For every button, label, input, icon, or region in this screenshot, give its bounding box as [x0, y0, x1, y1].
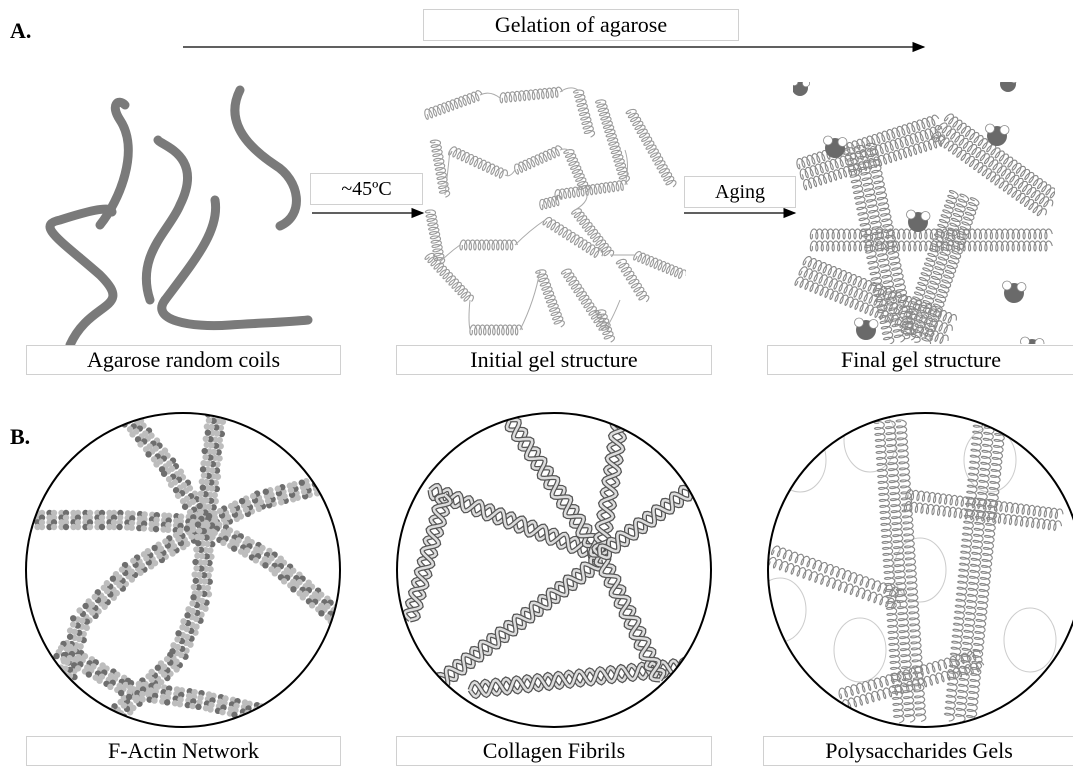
step2-label: Aging	[684, 176, 796, 208]
collagen-illustration	[405, 420, 700, 697]
polysaccharide-circle	[768, 413, 1073, 727]
initial-gel-illustration	[425, 87, 687, 342]
final-gel-illustration	[791, 74, 1060, 359]
polysaccharide-illustration	[754, 408, 1063, 723]
random-coils-illustration	[50, 90, 308, 345]
collagen-caption: Collagen Fibrils	[396, 736, 712, 766]
stage2-caption: Initial gel structure	[396, 345, 712, 375]
f-actin-caption: F-Actin Network	[26, 736, 341, 766]
stage1-caption: Agarose random coils	[26, 345, 341, 375]
stage3-caption: Final gel structure	[767, 345, 1073, 375]
f-actin-illustration	[27, 411, 343, 729]
step1-label: ~45ºC	[310, 173, 423, 205]
polysaccharide-caption: Polysaccharides Gels	[763, 736, 1073, 766]
